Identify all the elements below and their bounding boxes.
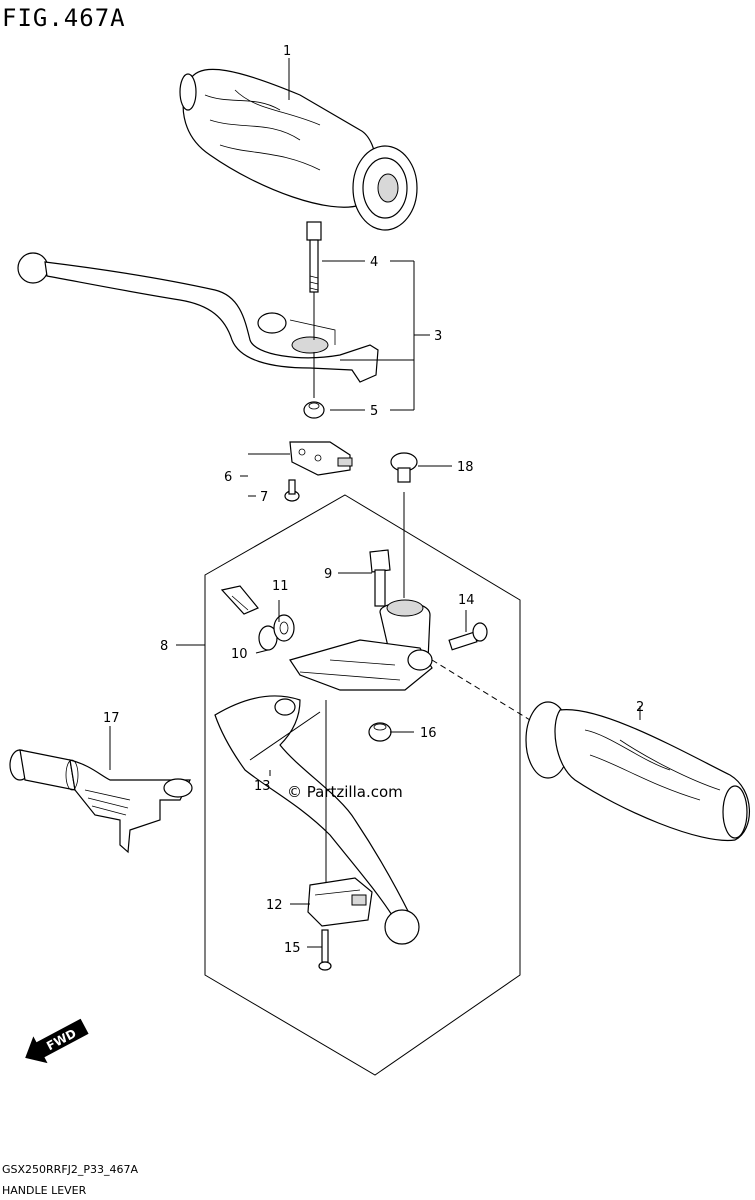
callout-17[interactable]: 17 (103, 711, 120, 726)
callout-8[interactable]: 8 (160, 639, 168, 654)
callout-7[interactable]: 7 (260, 490, 268, 505)
callout-11[interactable]: 11 (272, 579, 289, 594)
grip-right[interactable] (525, 701, 750, 842)
callout-16[interactable]: 16 (420, 726, 437, 741)
screw-15[interactable] (318, 929, 332, 971)
switch-6[interactable] (289, 441, 353, 476)
switch-12[interactable] (307, 877, 373, 927)
footer-model-code: GSX250RRFJ2_P33_467A (2, 1163, 139, 1176)
callout-9[interactable]: 9 (324, 567, 332, 582)
callout-1[interactable]: 1 (283, 44, 291, 59)
callout-12[interactable]: 12 (266, 898, 283, 913)
lever-perch[interactable] (289, 599, 433, 691)
footer-section: HANDLE LEVER (2, 1184, 87, 1197)
nut-16[interactable] (368, 722, 392, 742)
callout-15[interactable]: 15 (284, 941, 301, 956)
callout-13[interactable]: 13 (254, 779, 271, 794)
callout-3[interactable]: 3 (434, 329, 442, 344)
callout-5[interactable]: 5 (370, 404, 378, 419)
watermark: © Partzilla.com (287, 783, 403, 801)
pivot-bolt-9[interactable] (369, 549, 391, 607)
washer-11[interactable] (258, 614, 295, 651)
bracket-17[interactable] (9, 749, 193, 854)
pivot-bolt-4[interactable] (306, 221, 322, 293)
callout-10[interactable]: 10 (231, 647, 248, 662)
callout-14[interactable]: 14 (458, 593, 475, 608)
cap-18[interactable] (390, 452, 418, 483)
upper-lever[interactable] (17, 252, 379, 383)
callout-2[interactable]: 2 (636, 700, 644, 715)
leader-lines (109, 58, 641, 948)
screw-7[interactable] (284, 479, 300, 502)
group-boundary (204, 494, 521, 1076)
bolt-10[interactable] (220, 585, 259, 615)
nut-5[interactable] (303, 401, 325, 419)
callout-4[interactable]: 4 (370, 255, 378, 270)
callout-6[interactable]: 6 (224, 470, 232, 485)
fwd-arrow-icon: FWD (25, 1018, 89, 1064)
bolt-14[interactable] (448, 622, 488, 651)
grip-top[interactable] (179, 68, 418, 231)
lower-lever-13[interactable] (214, 695, 420, 945)
callout-18[interactable]: 18 (457, 460, 474, 475)
figure-title: FIG.467A (2, 4, 126, 32)
